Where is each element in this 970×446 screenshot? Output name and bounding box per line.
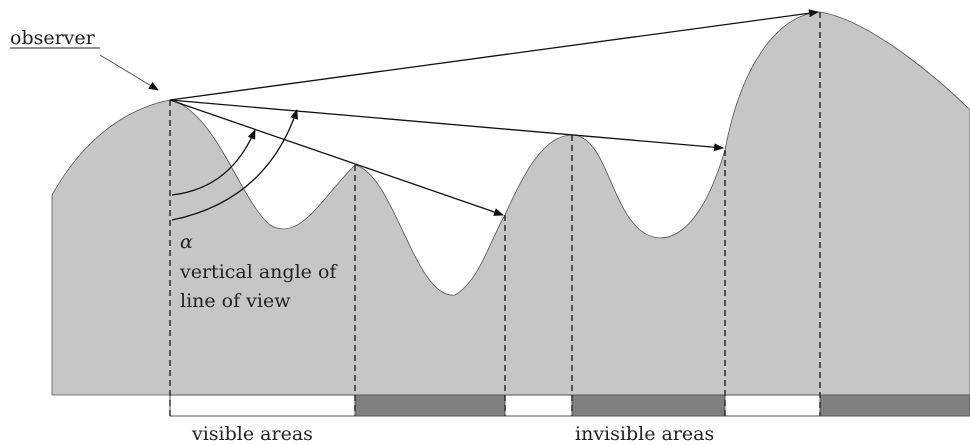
invisible-areas-label: invisible areas	[575, 423, 714, 445]
drop-lines	[169, 12, 821, 416]
angle-arc	[171, 109, 298, 221]
line-of-view-arrow	[169, 99, 504, 216]
line-of-view-arrow	[169, 99, 724, 152]
angle-label-line2: line of view	[180, 290, 291, 312]
angle-label-line1: vertical angle of	[179, 261, 338, 283]
invisible-segment	[819, 394, 970, 417]
visibility-bar	[169, 394, 970, 417]
angle-arc	[171, 129, 256, 196]
visible-segment	[504, 394, 573, 417]
visible-areas-label: visible areas	[191, 423, 313, 445]
angle-arcs	[171, 109, 298, 221]
observer-pointer	[99, 54, 159, 91]
visible-segment	[169, 394, 356, 417]
terrain-profile	[51, 11, 970, 396]
invisible-segment	[571, 394, 726, 417]
visible-segment	[724, 394, 821, 417]
lines-of-view	[169, 9, 819, 216]
observer-label: observer	[10, 27, 96, 49]
alpha-symbol: α	[180, 231, 193, 253]
invisible-segment	[354, 394, 506, 417]
line-of-view-arrow	[169, 9, 819, 101]
